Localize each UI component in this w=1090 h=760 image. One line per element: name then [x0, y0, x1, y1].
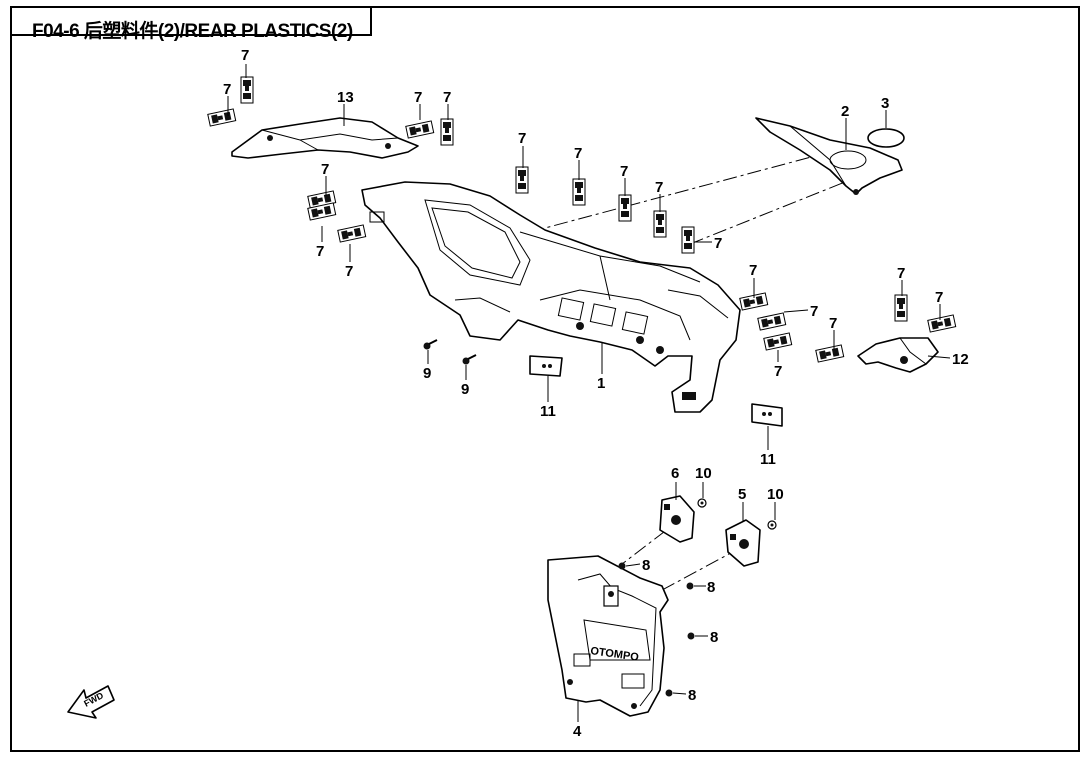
callout-7: 7: [714, 235, 722, 252]
callout-10: 10: [767, 486, 784, 503]
part-2-cover: [755, 117, 903, 195]
callout-13: 13: [337, 89, 354, 106]
nut-icon: [686, 582, 694, 590]
callout-11: 11: [760, 451, 776, 468]
callout-9: 9: [461, 381, 469, 398]
callout-2: 2: [841, 103, 849, 120]
bolt-icon: [894, 294, 908, 322]
nut-icon: [767, 520, 777, 530]
callout-7: 7: [574, 145, 582, 162]
part-3-ring: [867, 128, 905, 148]
nut-icon: [697, 498, 707, 508]
callout-7: 7: [655, 179, 663, 196]
callout-labels: 13 7 7 7 7 7 7 7 7 7 7 7 7 7 7 7 7 7 7 1…: [223, 47, 969, 740]
leader-lines: [227, 64, 951, 722]
part-11-pad: [529, 355, 563, 377]
bolt-icon: [337, 224, 367, 243]
part-1-rear-frame: [361, 181, 741, 413]
callout-7: 7: [829, 315, 837, 332]
bolt-icon: [207, 108, 237, 127]
callout-1: 1: [597, 375, 605, 392]
bolt-icon: [927, 314, 957, 333]
callout-8: 8: [642, 557, 650, 574]
callout-7: 7: [620, 163, 628, 180]
screw-icon: [461, 354, 477, 366]
part-11-pad: [751, 403, 783, 427]
bolt-icon: [618, 194, 632, 222]
callout-5: 5: [738, 486, 746, 503]
nut-icon: [687, 632, 695, 640]
callout-8: 8: [707, 579, 715, 596]
part-5-bracket: [725, 519, 761, 567]
callout-6: 6: [671, 465, 679, 482]
callout-9: 9: [423, 365, 431, 382]
nut-icon: [665, 689, 673, 697]
callout-3: 3: [881, 95, 889, 112]
callout-4: 4: [573, 723, 582, 740]
screw-icon: [422, 339, 438, 351]
callout-7: 7: [749, 262, 757, 279]
bolt-icon: [515, 166, 529, 194]
callout-7: 7: [241, 47, 249, 64]
bolt-icon: [240, 76, 254, 104]
part-6-bracket: [659, 495, 695, 543]
callout-7: 7: [414, 89, 422, 106]
bolt-icon: [757, 312, 787, 331]
bolt-icon: [815, 344, 845, 363]
callout-8: 8: [710, 629, 718, 646]
part-13-cover: [231, 117, 419, 159]
diagram-frame: [10, 6, 1080, 752]
assembly-line: [689, 175, 861, 245]
assembly-line: [529, 147, 846, 233]
bolt-icon: [763, 332, 793, 351]
nut-icon: [618, 562, 626, 570]
bolt-icon: [440, 118, 454, 146]
page-title: F04-6 后塑料件(2)/REAR PLASTICS(2): [32, 21, 353, 42]
bolt-icon: [653, 210, 667, 238]
callout-10: 10: [695, 465, 712, 482]
part-12-bracket: [857, 337, 939, 373]
callout-7: 7: [321, 161, 329, 178]
callout-7: 7: [810, 303, 818, 320]
callout-7: 7: [774, 363, 782, 380]
callout-11: 11: [540, 403, 556, 420]
callout-7: 7: [223, 81, 231, 98]
callout-7: 7: [935, 289, 943, 306]
part-4-rear-panel: OTOMPO: [547, 555, 669, 717]
callout-7: 7: [518, 130, 526, 147]
callout-7: 7: [443, 89, 451, 106]
bolt-icon: [405, 120, 435, 139]
bolt-icon: [572, 178, 586, 206]
callout-7: 7: [345, 263, 353, 280]
title-box: F04-6 后塑料件(2)/REAR PLASTICS(2): [10, 6, 372, 42]
bolt-icon: [681, 226, 695, 254]
callout-7: 7: [897, 265, 905, 282]
callout-8: 8: [688, 687, 696, 704]
fwd-arrow-icon: FWD: [67, 685, 115, 719]
callout-12: 12: [952, 351, 969, 368]
callout-7: 7: [316, 243, 324, 260]
